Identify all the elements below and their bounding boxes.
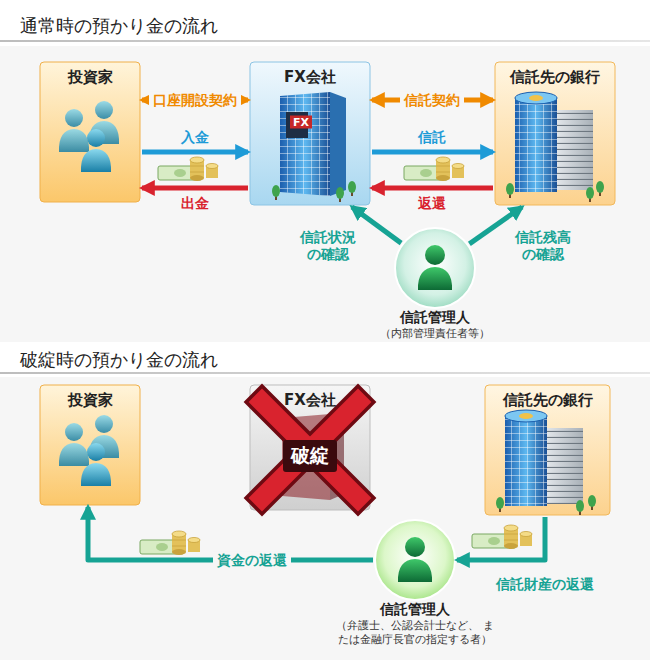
panel	[0, 46, 650, 342]
fx-box	[250, 385, 370, 510]
flow-arrow	[352, 207, 401, 243]
node-heading: FX会社	[284, 391, 336, 410]
bank-box	[485, 385, 610, 515]
rule	[0, 40, 650, 42]
bank-icon	[506, 92, 604, 202]
manager-icon	[395, 228, 475, 308]
entity-box: 投資家	[40, 385, 140, 505]
flow-arrow	[142, 150, 248, 155]
node-name: 信託管理人	[400, 309, 470, 327]
investor-box	[40, 385, 140, 505]
flow-label: 返還	[418, 195, 446, 212]
flow-arrow	[469, 207, 522, 244]
flow-label: 資金の返還	[213, 552, 291, 569]
node-heading: 投資家	[68, 68, 113, 87]
flow-label: 信託状況の確認	[299, 229, 356, 263]
bank-box	[495, 62, 615, 205]
flow-arrow	[142, 186, 248, 191]
manager-node: 信託管理人（内部管理責任者等）	[345, 228, 525, 341]
money-icon	[404, 157, 464, 181]
failure-label: 破綻	[283, 440, 337, 472]
flow-label: 口座開設契約	[149, 92, 241, 109]
money-icon	[140, 531, 200, 555]
flow-label: 信託残高の確認	[514, 229, 571, 263]
flow-label: 信託契約	[400, 92, 464, 109]
node-note: （内部管理責任者等）	[350, 327, 520, 341]
node-heading: 信託先の銀行	[510, 68, 600, 87]
people-icon	[59, 101, 119, 172]
entity-box: 投資家	[40, 62, 140, 202]
people-icon	[59, 415, 119, 486]
flow-label: 入金	[181, 129, 209, 146]
money-icon	[472, 525, 532, 549]
flow-arrow	[372, 186, 493, 191]
rule	[0, 372, 650, 374]
entity-box: FX会社	[250, 62, 370, 205]
money-icon	[158, 157, 218, 181]
bank-icon	[496, 410, 596, 515]
node-heading: 信託先の銀行	[503, 391, 593, 410]
investor-box	[40, 62, 140, 202]
flow-label: 信託	[418, 129, 446, 146]
section-title: 破綻時の預かり金の流れ	[20, 348, 218, 372]
node-heading: 投資家	[68, 391, 113, 410]
entity-box: 信託先の銀行	[495, 62, 615, 205]
section-title: 通常時の預かり金の流れ	[20, 14, 218, 38]
flow-label: 出金	[181, 195, 209, 212]
building-icon	[272, 92, 356, 202]
manager-icon	[375, 520, 455, 600]
fx-box	[250, 62, 370, 205]
flow-arrow	[457, 517, 545, 560]
entity-box: 信託先の銀行	[485, 385, 610, 515]
broken-building-icon	[262, 402, 358, 500]
entity-box: FX会社破綻	[250, 385, 370, 510]
manager-node: 信託管理人（弁護士、公認会計士など、 または金融庁長官の指定する者）	[315, 520, 515, 647]
flow-arrow	[372, 150, 493, 155]
flow-label: 信託財産の返還	[496, 576, 594, 593]
panel	[0, 377, 650, 660]
node-name: 信託管理人	[380, 601, 450, 619]
sign-text: FX	[290, 116, 312, 129]
node-heading: FX会社	[284, 68, 336, 87]
node-note: （弁護士、公認会計士など、 または金融庁長官の指定する者）	[332, 619, 499, 647]
